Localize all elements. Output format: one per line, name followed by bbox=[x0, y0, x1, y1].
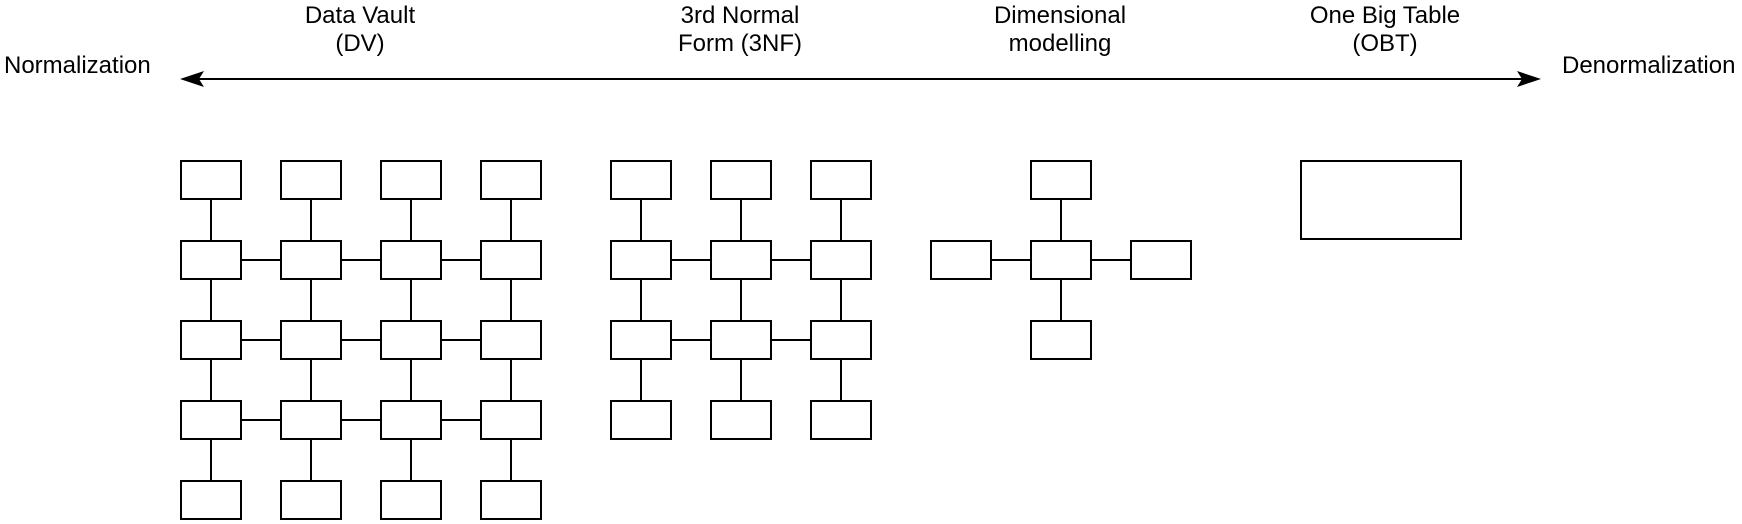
data-vault-schema-connector bbox=[310, 440, 312, 480]
data-vault-schema-box bbox=[180, 400, 242, 440]
data-vault-schema-connector bbox=[510, 440, 512, 480]
label-3nf-line2: Form (3NF) bbox=[678, 30, 802, 57]
data-vault-schema-box bbox=[280, 320, 342, 360]
data-vault-schema-box bbox=[180, 320, 242, 360]
data-vault-schema-box bbox=[480, 400, 542, 440]
label-obt: One Big Table (OBT) bbox=[1235, 2, 1535, 58]
data-vault-schema-box bbox=[280, 480, 342, 520]
3nf-schema-connector bbox=[740, 280, 742, 320]
dimensional-star-schema-connector bbox=[1060, 280, 1062, 320]
data-vault-schema-connector bbox=[210, 280, 212, 320]
3nf-schema-connector bbox=[640, 200, 642, 240]
data-vault-schema-box bbox=[480, 160, 542, 200]
data-vault-schema-box bbox=[380, 480, 442, 520]
3nf-schema-box bbox=[710, 400, 772, 440]
3nf-schema-box bbox=[810, 400, 872, 440]
data-vault-schema-connector bbox=[442, 339, 480, 341]
3nf-schema-connector bbox=[640, 360, 642, 400]
label-3nf-line1: 3rd Normal bbox=[680, 2, 800, 29]
3nf-schema-connector bbox=[840, 360, 842, 400]
3nf-schema-connector bbox=[740, 200, 742, 240]
data-vault-schema-box bbox=[480, 240, 542, 280]
data-vault-schema-connector bbox=[510, 360, 512, 400]
data-vault-schema-box bbox=[480, 480, 542, 520]
data-vault-schema-connector bbox=[310, 200, 312, 240]
3nf-schema-box bbox=[710, 320, 772, 360]
3nf-schema-connector bbox=[840, 200, 842, 240]
dimensional-star-schema-connector bbox=[1092, 259, 1130, 261]
data-vault-schema-connector bbox=[510, 280, 512, 320]
label-data-vault-line2: (DV) bbox=[335, 30, 385, 57]
data-vault-schema-connector bbox=[310, 280, 312, 320]
3nf-schema-connector bbox=[740, 360, 742, 400]
3nf-schema-connector bbox=[672, 339, 710, 341]
data-vault-schema-connector bbox=[242, 339, 280, 341]
data-vault-schema-connector bbox=[410, 280, 412, 320]
data-vault-schema-connector bbox=[210, 440, 212, 480]
data-vault-schema-box bbox=[380, 160, 442, 200]
data-vault-schema-connector bbox=[442, 259, 480, 261]
label-obt-line2: (OBT) bbox=[1352, 30, 1418, 57]
data-vault-schema-connector bbox=[510, 200, 512, 240]
3nf-schema-connector bbox=[672, 259, 710, 261]
data-vault-schema-box bbox=[180, 240, 242, 280]
dimensional-star-schema-box bbox=[1130, 240, 1192, 280]
obt-schema-box bbox=[1300, 160, 1462, 240]
data-vault-schema-box bbox=[380, 400, 442, 440]
3nf-schema-box bbox=[810, 160, 872, 200]
data-vault-schema-box bbox=[380, 320, 442, 360]
data-vault-schema-box bbox=[180, 160, 242, 200]
data-vault-schema-connector bbox=[342, 259, 380, 261]
3nf-schema-box bbox=[610, 400, 672, 440]
3nf-schema-connector bbox=[640, 280, 642, 320]
dimensional-star-schema-box bbox=[1030, 240, 1092, 280]
data-vault-schema-connector bbox=[342, 419, 380, 421]
3nf-schema-box bbox=[710, 240, 772, 280]
label-obt-line1: One Big Table bbox=[1309, 2, 1461, 29]
3nf-schema-connector bbox=[772, 339, 810, 341]
dimensional-star-schema-box bbox=[930, 240, 992, 280]
label-3nf: 3rd Normal Form (3NF) bbox=[590, 2, 890, 58]
data-vault-schema-box bbox=[280, 400, 342, 440]
3nf-schema-box bbox=[710, 160, 772, 200]
data-vault-schema-box bbox=[380, 240, 442, 280]
data-vault-schema-connector bbox=[310, 360, 312, 400]
data-vault-schema-connector bbox=[442, 419, 480, 421]
label-dimensional-line1: Dimensional bbox=[993, 2, 1127, 29]
data-vault-schema-connector bbox=[242, 259, 280, 261]
dimensional-star-schema-box bbox=[1030, 160, 1092, 200]
data-vault-schema-connector bbox=[410, 200, 412, 240]
data-vault-schema-connector bbox=[342, 339, 380, 341]
data-vault-schema-box bbox=[280, 160, 342, 200]
label-dimensional: Dimensional modelling bbox=[910, 2, 1210, 58]
data-vault-schema-connector bbox=[242, 419, 280, 421]
3nf-schema-box bbox=[610, 160, 672, 200]
data-vault-schema-box bbox=[180, 480, 242, 520]
data-vault-schema-box bbox=[480, 320, 542, 360]
label-data-vault: Data Vault (DV) bbox=[210, 2, 510, 58]
3nf-schema-box bbox=[610, 240, 672, 280]
denormalization-label: Denormalization bbox=[1562, 52, 1736, 79]
3nf-schema-connector bbox=[772, 259, 810, 261]
3nf-schema-box bbox=[810, 320, 872, 360]
dimensional-star-schema-connector bbox=[1060, 200, 1062, 240]
data-vault-schema-connector bbox=[210, 360, 212, 400]
3nf-schema-box bbox=[810, 240, 872, 280]
dimensional-star-schema-connector bbox=[992, 259, 1030, 261]
normalization-label: Normalization bbox=[4, 52, 151, 79]
label-data-vault-line1: Data Vault bbox=[304, 2, 416, 29]
data-vault-schema-box bbox=[280, 240, 342, 280]
3nf-schema-box bbox=[610, 320, 672, 360]
3nf-schema-connector bbox=[840, 280, 842, 320]
label-dimensional-line2: modelling bbox=[1008, 30, 1112, 57]
data-vault-schema-connector bbox=[410, 360, 412, 400]
data-vault-schema-connector bbox=[410, 440, 412, 480]
data-vault-schema-connector bbox=[210, 200, 212, 240]
dimensional-star-schema-box bbox=[1030, 320, 1092, 360]
